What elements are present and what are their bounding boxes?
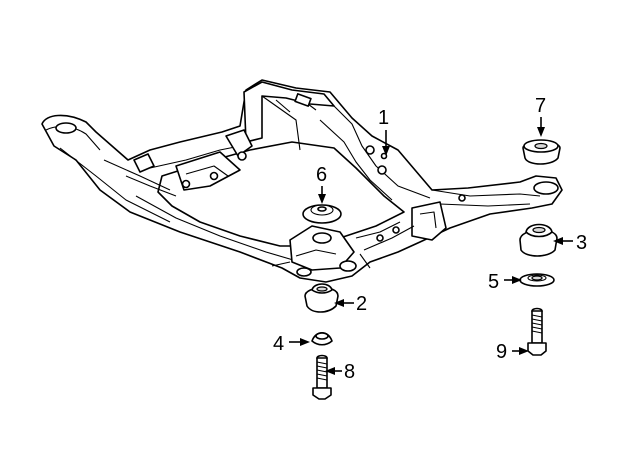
callout-label-6: 6 [316,164,327,186]
callout-4: 4 [273,333,310,355]
lower-mount-3 [519,223,558,257]
callout-label-7: 7 [535,95,546,117]
washer-5 [519,273,555,287]
callout-label-4: 4 [273,333,284,355]
callout-9: 9 [496,341,529,363]
insulator-6 [302,204,342,224]
callout-label-3: 3 [576,232,587,254]
callout-label-1: 1 [378,107,389,129]
callout-label-2: 2 [356,293,367,315]
callout-6: 6 [316,164,327,204]
lower-mount-2 [304,283,339,313]
callout-8: 8 [325,361,355,383]
upper-mount-7 [522,139,561,165]
callout-label-5: 5 [488,271,499,293]
bolt-8 [312,354,332,400]
callout-2: 2 [334,293,367,315]
bolt-9 [527,307,547,356]
callout-label-8: 8 [344,361,355,383]
engine-cradle [41,79,563,283]
callout-1: 1 [378,107,390,156]
callout-5: 5 [488,271,522,293]
washer-4 [311,331,333,346]
callout-7: 7 [535,95,546,137]
callout-label-9: 9 [496,341,507,363]
callout-3: 3 [553,232,587,254]
